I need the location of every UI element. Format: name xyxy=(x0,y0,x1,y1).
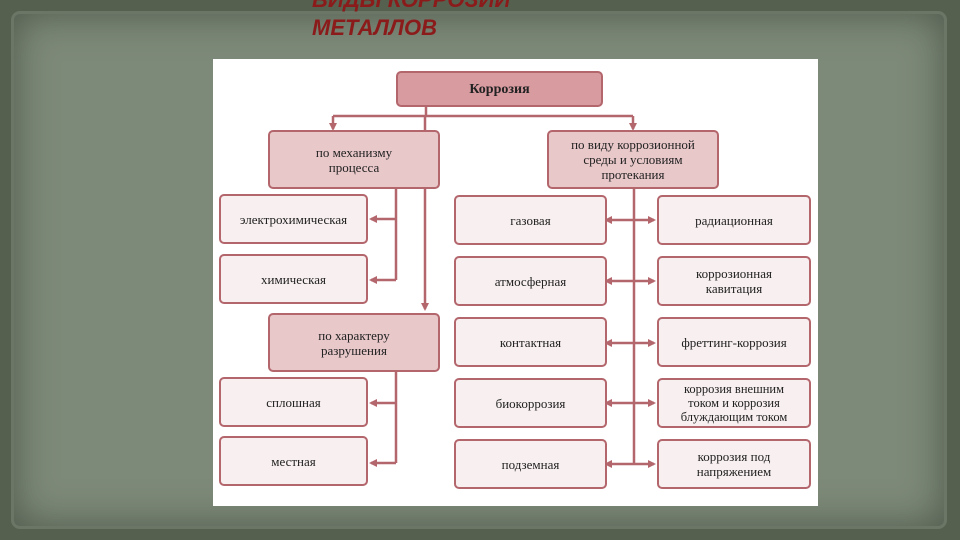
node-corrosion: Коррозия xyxy=(396,71,603,107)
node-gas: газовая xyxy=(454,195,607,245)
node-by-destruction: по характеру разрушения xyxy=(268,313,440,372)
node-continuous: сплошная xyxy=(219,377,368,427)
node-external-current: коррозия внешним током и коррозия блужда… xyxy=(657,378,811,428)
node-electrochemical: электрохимическая xyxy=(219,194,368,244)
node-radiation: радиационная xyxy=(657,195,811,245)
corrosion-diagram: Коррозия по механизму процесса электрохи… xyxy=(213,59,818,506)
slide-title: ВИДЫ КОРРОЗИИ МЕТАЛЛОВ xyxy=(312,0,510,40)
node-underground: подземная xyxy=(454,439,607,489)
node-biocorrosion: биокоррозия xyxy=(454,378,607,428)
connector-lines xyxy=(329,105,656,468)
node-chemical: химическая xyxy=(219,254,368,304)
node-contact: контактная xyxy=(454,317,607,367)
node-by-mechanism: по механизму процесса xyxy=(268,130,440,189)
node-local: местная xyxy=(219,436,368,486)
node-by-environment: по виду коррозионной среды и условиям пр… xyxy=(547,130,719,189)
node-stress: коррозия под напряжением xyxy=(657,439,811,489)
node-atmospheric: атмосферная xyxy=(454,256,607,306)
node-cavitation: коррозионная кавитация xyxy=(657,256,811,306)
node-fretting: фреттинг-коррозия xyxy=(657,317,811,367)
